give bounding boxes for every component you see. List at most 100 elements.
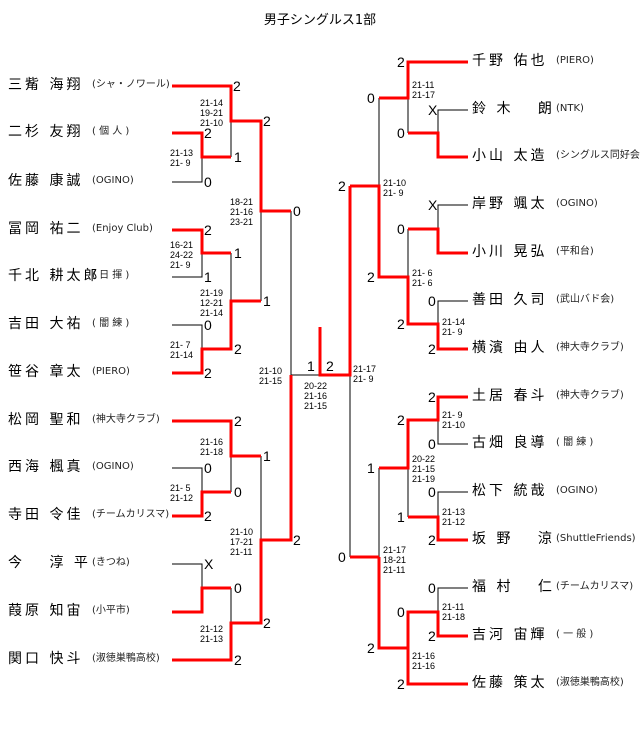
player-club: (OGINO) (556, 485, 598, 496)
match-score: 2 (204, 222, 212, 238)
page-title: 男子シングルス1部 (263, 13, 377, 28)
player-name: 千北 耕太郎 (8, 268, 101, 284)
player-club: (シングルス同好会) (556, 150, 640, 161)
player-club: (NTK) (556, 103, 584, 114)
player-club: (Enjoy Club) (92, 223, 153, 234)
player-name: 佐藤 康誠 (8, 173, 84, 189)
match-score: 2 (204, 365, 212, 381)
player-club: (ShuttleFriends) (556, 533, 636, 544)
player-name: 坂 野 涼 (472, 531, 555, 547)
match-score: 2 (293, 532, 301, 548)
player-club: ( 闇 練 ) (92, 318, 130, 329)
player-name: 横濱 由人 (472, 340, 548, 356)
match-score: 2 (204, 125, 212, 141)
player-name: 吉河 宙輝 (472, 627, 548, 643)
game-scores: 21-10 21- 9 (383, 178, 407, 198)
game-scores: 21-13 21-12 (442, 507, 466, 527)
game-scores: 21-11 21-17 (412, 80, 436, 100)
player-club: (PIERO) (556, 55, 594, 66)
game-scores: 21-10 17-21 21-11 (230, 527, 254, 557)
player-club: (チームカリスマ) (556, 581, 634, 592)
match-score: 0 (397, 125, 405, 141)
player-name: 今 淳 平 (8, 555, 91, 571)
player-name: 松下 統哉 (472, 483, 548, 499)
game-scores: 21-14 19-21 21-10 (200, 98, 224, 128)
player-name: 千野 佑也 (472, 53, 548, 69)
player-club: (PIERO) (92, 366, 130, 377)
match-score: 0 (428, 293, 436, 309)
player-name: 土居 春斗 (472, 388, 548, 404)
game-scores: 21-19 12-21 21-14 (200, 288, 224, 318)
player-club: (シャ・ノワール) (92, 79, 170, 90)
player-club: (きつね) (92, 557, 130, 568)
game-scores: 21-16 21-16 (412, 651, 436, 671)
final-score-left: 1 (307, 358, 315, 374)
player-club: (神大寺クラブ) (556, 390, 624, 401)
game-scores: 21-13 21- 9 (170, 148, 194, 168)
player-club: (神大寺クラブ) (556, 342, 624, 353)
player-name: 小山 太造 (472, 148, 548, 164)
player-name: 善田 久司 (472, 292, 548, 308)
player-name: 寺田 令佳 (8, 507, 84, 523)
player-name: 小川 晃弘 (472, 244, 548, 260)
match-score: 2 (397, 54, 405, 70)
match-score: X (204, 556, 214, 572)
match-score: 2 (204, 508, 212, 524)
match-score: 2 (397, 316, 405, 332)
match-score: 0 (293, 203, 301, 219)
match-score: 0 (204, 460, 212, 476)
match-score: 2 (233, 78, 241, 94)
player-name: 関口 快斗 (8, 651, 84, 667)
player-club: (OGINO) (556, 198, 598, 209)
match-score: 0 (397, 221, 405, 237)
match-score: 1 (367, 460, 375, 476)
match-score: 2 (234, 652, 242, 668)
game-scores: 21-10 21-15 (259, 366, 283, 386)
match-score: 1 (397, 509, 405, 525)
match-score: 0 (338, 549, 346, 565)
match-score: 1 (204, 269, 212, 285)
game-scores: 21- 9 21-10 (442, 410, 466, 430)
player-name: 笹谷 章太 (8, 364, 84, 380)
match-score: 1 (234, 245, 242, 261)
winner-line (318, 186, 352, 377)
player-club: (小平市) (92, 605, 130, 616)
game-scores: 21-11 21-18 (442, 602, 466, 622)
final-game-scores: 20-22 21-16 21-15 (304, 381, 328, 411)
player-club: (淑徳巣鴨高校) (556, 677, 624, 688)
match-score: 2 (428, 532, 436, 548)
match-score: 0 (367, 90, 375, 106)
game-scores: 21-12 21-13 (200, 624, 224, 644)
player-club: ( 日 揮 ) (92, 270, 130, 281)
player-club: ( 個 人 ) (92, 126, 130, 137)
player-club: (武山バド会) (556, 294, 615, 305)
player-name: 西海 楓真 (8, 459, 84, 475)
game-scores: 21-17 18-21 21-11 (383, 545, 407, 575)
game-scores: 18-21 21-16 23-21 (230, 197, 254, 227)
player-name: 鈴 木 朗 (472, 101, 555, 117)
match-score: 2 (234, 413, 242, 429)
player-club: (平和台) (556, 246, 594, 257)
match-score: 2 (428, 628, 436, 644)
game-scores: 21-16 21-18 (200, 437, 224, 457)
match-score: 0 (234, 484, 242, 500)
match-score: 1 (263, 293, 271, 309)
match-score: 0 (397, 604, 405, 620)
match-score: 2 (397, 676, 405, 692)
final-score-right: 2 (326, 358, 334, 374)
player-name: 冨岡 祐二 (8, 221, 84, 237)
match-score: 0 (428, 436, 436, 452)
player-club: (チームカリスマ) (92, 509, 170, 520)
player-name: 岸野 颯太 (472, 196, 548, 212)
player-name: 三觜 海翔 (8, 77, 84, 93)
match-score: 0 (234, 580, 242, 596)
match-score: 2 (397, 412, 405, 428)
player-name: 葭原 知宙 (8, 603, 84, 619)
match-score: 2 (338, 178, 346, 194)
player-name: 松岡 聖和 (8, 412, 84, 428)
match-score: 2 (428, 341, 436, 357)
player-name: 佐藤 策太 (472, 675, 548, 691)
player-club: (淑徳巣鴨高校) (92, 653, 160, 664)
